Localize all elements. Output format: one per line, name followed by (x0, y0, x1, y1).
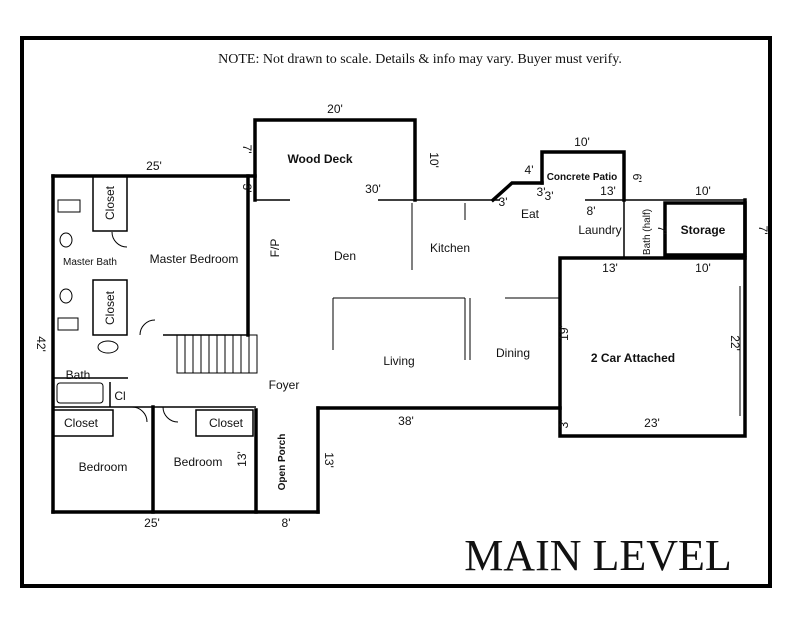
room-master-bedroom: Master Bedroom (150, 252, 239, 266)
dim-deck-height: 10' (427, 152, 441, 168)
dim-deck-left: 7' (240, 145, 254, 154)
dim-patio-top: 10' (574, 135, 590, 149)
dim-deck-width: 20' (327, 102, 343, 116)
dim-master-top: 25' (146, 159, 162, 173)
room-dining: Dining (496, 346, 530, 360)
room-open-porch: Open Porch (277, 434, 288, 491)
room-garage: 2 Car Attached (591, 351, 675, 365)
dim-forty-two: 42' (34, 336, 48, 352)
dim-patio-diag3: 3' (545, 189, 554, 203)
walls (51, 118, 747, 514)
room-closet-bed2: Closet (209, 416, 244, 430)
dim-twenty-two: 22' (728, 335, 742, 351)
level-title: MAIN LEVEL (464, 531, 732, 580)
dim-thirty-eight: 38' (398, 414, 414, 428)
dim-eight-laundry: 8' (587, 204, 596, 218)
dim-twenty-three: 23' (644, 416, 660, 430)
room-bedroom2: Bedroom (174, 455, 223, 469)
room-laundry: Laundry (578, 223, 621, 237)
dim-thirteen-top: 13' (600, 184, 616, 198)
room-master-bath: Master Bath (63, 257, 117, 268)
room-bath-half: Bath (half) (642, 209, 653, 255)
room-labels: Wood Deck Den F/P Kitchen Eat Concrete P… (63, 152, 726, 490)
dim-storage-top: 10' (695, 184, 711, 198)
dim-patio-diag2: 3' (537, 185, 546, 199)
dim-thirteen-bed: 13' (235, 451, 249, 467)
room-cl: Cl (114, 389, 125, 403)
room-wood-deck: Wood Deck (287, 152, 352, 166)
room-kitchen: Kitchen (430, 241, 470, 255)
room-eat: Eat (521, 207, 540, 221)
room-bedroom1: Bedroom (79, 460, 128, 474)
room-storage: Storage (681, 223, 726, 237)
room-foyer: Foyer (269, 378, 300, 392)
dim-six: 6' (630, 174, 644, 183)
dim-patio-diag1: 3' (499, 195, 508, 209)
dim-patio-left: 4' (525, 163, 534, 177)
dim-porch-8: 8' (282, 516, 291, 530)
room-closet-bed1: Closet (64, 416, 99, 430)
dim-bottom-25: 25' (144, 516, 160, 530)
dim-three-bottom: 3' (557, 420, 571, 429)
dim-thirty: 30' (365, 182, 381, 196)
dim-three-left: 3' (240, 184, 254, 193)
dim-seven-right: 7' (756, 226, 770, 235)
disclaimer-note: NOTE: Not drawn to scale. Details & info… (218, 52, 622, 67)
dim-thirteen-mid: 13' (602, 261, 618, 275)
room-closet-mb-bottom: Closet (103, 290, 117, 325)
dim-thirteen-porch: 13' (322, 452, 336, 468)
room-concrete-patio: Concrete Patio (547, 172, 618, 183)
outer-frame (20, 36, 772, 588)
dimensions: 20' 10' 7' 25' 3' 30' 10' 4' 3' 3' 3' 13… (34, 102, 770, 530)
room-den: Den (334, 249, 356, 263)
room-closet-mb-top: Closet (103, 185, 117, 220)
room-living: Living (383, 354, 414, 368)
room-bath: Bath (66, 368, 91, 382)
room-fp: F/P (268, 239, 282, 258)
dim-nineteen: 19' (557, 325, 571, 341)
dim-seven-bath: 7' (655, 226, 669, 235)
dim-ten-mid: 10' (695, 261, 711, 275)
